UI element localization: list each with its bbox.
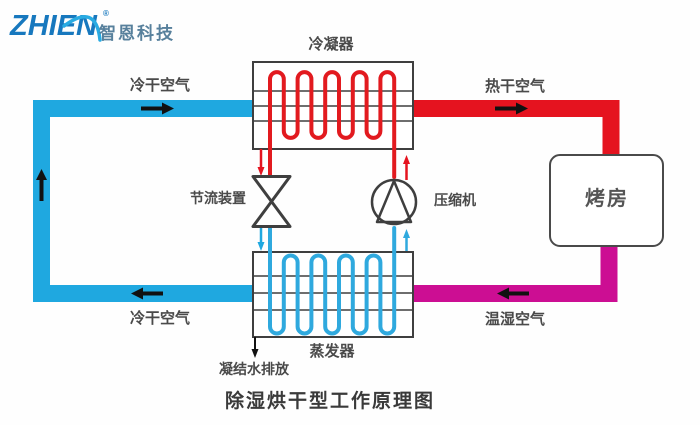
refrigerant-arrow-compressor-to-condenser	[403, 155, 410, 180]
refrigerant-arrow-evaporator-to-compressor	[403, 229, 410, 251]
arrow-right-icon	[141, 102, 174, 115]
evaporator-coil	[268, 223, 397, 336]
arrow-left-icon	[131, 287, 163, 300]
refrigerant-arrow-condenser-to-valve	[257, 149, 265, 176]
registered-mark: ®	[103, 9, 109, 18]
drying-room-box	[549, 154, 664, 247]
condenser-label: 冷凝器	[308, 36, 354, 53]
cold-dry-air-bottom-label: 冷干空气	[129, 310, 191, 327]
warm-humid-air-label: 温湿空气	[484, 311, 546, 328]
evaporator-label: 蒸发器	[309, 343, 355, 360]
throttle-device-label: 节流装置	[190, 190, 246, 206]
cold-dry-air-top-label: 冷干空气	[129, 77, 191, 94]
logo: ZHIEN ® 智恩科技	[10, 9, 200, 52]
refrigerant-arrow-valve-to-evaporator	[257, 226, 265, 251]
hot-dry-air-label: 热干空气	[484, 78, 546, 95]
humid-air-pipe	[413, 246, 618, 302]
logo-swoosh-icon	[62, 15, 102, 42]
compressor-triangle	[375, 179, 413, 224]
diagram-title: 除湿烘干型工作原理图	[224, 391, 436, 412]
throttle-valve-icon	[251, 175, 292, 228]
company-name: 智恩科技	[99, 24, 175, 43]
hot-air-pipe	[413, 100, 620, 155]
condensate-drain-label: 凝结水排放	[219, 361, 289, 377]
drying-room-label: 烤房	[585, 188, 629, 210]
evaporator-fins	[253, 275, 413, 311]
condensate-drain-arrow	[251, 337, 259, 358]
compressor-label: 压缩机	[434, 192, 476, 208]
condenser-fins	[253, 90, 413, 122]
arrow-left-icon	[497, 287, 529, 300]
arrow-right-icon	[495, 102, 528, 115]
arrow-up-icon	[36, 169, 47, 201]
evaporator-box	[252, 251, 414, 338]
condenser-coil	[268, 70, 397, 179]
